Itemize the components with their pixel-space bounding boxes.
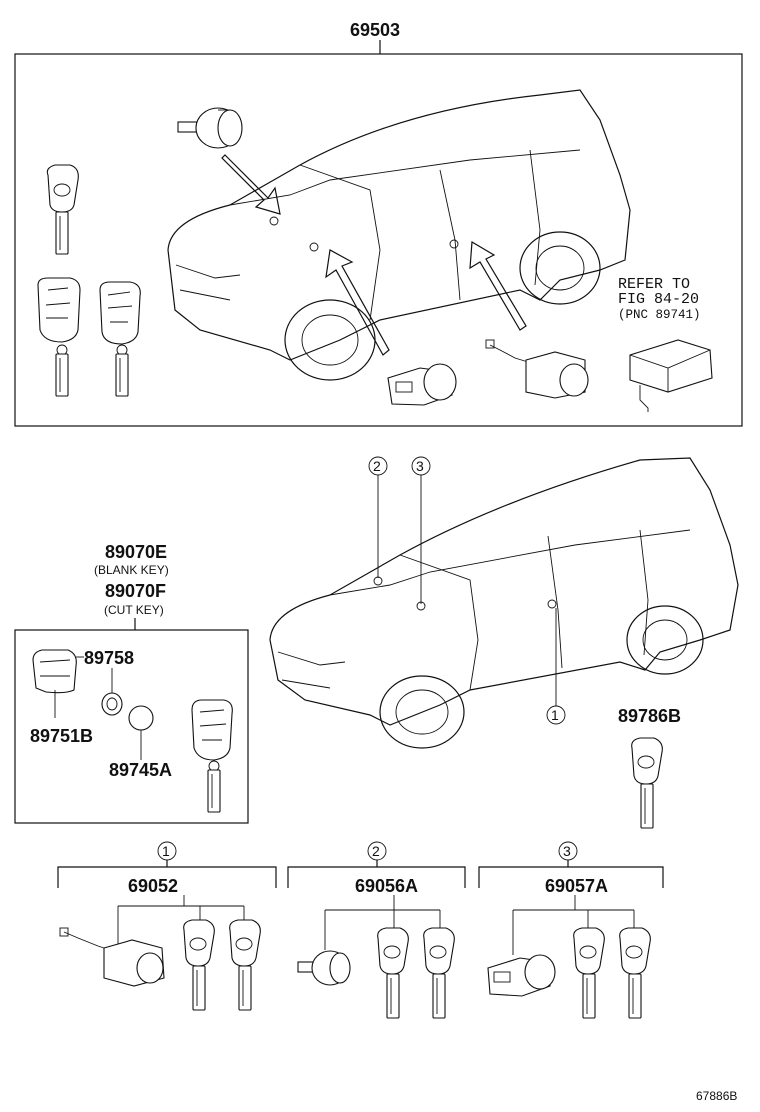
remote-key-set-icon <box>191 699 233 813</box>
battery-cell-icon <box>128 705 154 731</box>
refer-to-line2: FIG 84-20 <box>618 291 699 308</box>
label-89745a: 89745A <box>109 760 172 780</box>
label-blank-key: (BLANK KEY) <box>94 563 169 577</box>
remote-key-icon <box>37 277 81 397</box>
callout-2-group-num: 2 <box>372 843 380 859</box>
key-89786b-icon <box>631 737 663 829</box>
label-69503: 69503 <box>350 20 400 40</box>
ecu-module-icon <box>629 339 713 412</box>
door-lock-cylinder-icon <box>387 363 457 406</box>
key-69052-b-icon <box>229 919 261 1011</box>
battery-holder-icon <box>101 692 123 716</box>
top-assembly-box <box>14 53 743 427</box>
callout-1-car <box>546 705 566 725</box>
key-69052-a-icon <box>183 919 215 1011</box>
callout-3-top-num: 3 <box>416 458 424 474</box>
label-89070e: 89070E <box>105 542 167 562</box>
key-69057a-a-icon <box>573 927 605 1019</box>
ignition-cylinder-icon <box>177 107 243 149</box>
callout-1-group-num: 1 <box>162 843 170 859</box>
refer-to-line1: REFER TO <box>618 276 690 293</box>
label-89070f: 89070F <box>105 581 166 601</box>
key-set-box <box>14 629 249 824</box>
callout-2-top-num: 2 <box>373 458 381 474</box>
transponder-key-icon <box>46 164 79 255</box>
door-lock-cylinder-69057a-icon <box>487 954 556 997</box>
key-cover-icon <box>32 649 77 694</box>
door-lock-cylinder-wired-icon <box>485 339 589 399</box>
suv-middle-icon <box>269 457 739 749</box>
key-69057a-b-icon <box>619 927 651 1019</box>
label-69052: 69052 <box>128 876 178 896</box>
callout-1-car-num: 1 <box>551 707 559 723</box>
label-89758: 89758 <box>84 648 134 668</box>
arrow-door-lock-2 <box>469 240 527 331</box>
label-89751b: 89751B <box>30 726 93 746</box>
key-69056a-b-icon <box>423 927 455 1019</box>
figure-id: 67886B <box>696 1089 737 1103</box>
callout-3-group-num: 3 <box>563 843 571 859</box>
remote-key-icon-2 <box>99 281 141 397</box>
label-cut-key: (CUT KEY) <box>104 603 164 617</box>
label-69057a: 69057A <box>545 876 608 896</box>
ignition-cylinder-69056a-icon <box>297 950 351 986</box>
arrow-ignition <box>221 154 281 215</box>
arrow-door-lock <box>325 249 390 356</box>
label-89786b: 89786B <box>618 706 681 726</box>
refer-to-line3: (PNC 89741) <box>618 308 701 322</box>
suv-top-icon <box>167 89 631 381</box>
key-69056a-a-icon <box>377 927 409 1019</box>
door-lock-cylinder-69052-icon <box>59 927 165 987</box>
label-69056a: 69056A <box>355 876 418 896</box>
